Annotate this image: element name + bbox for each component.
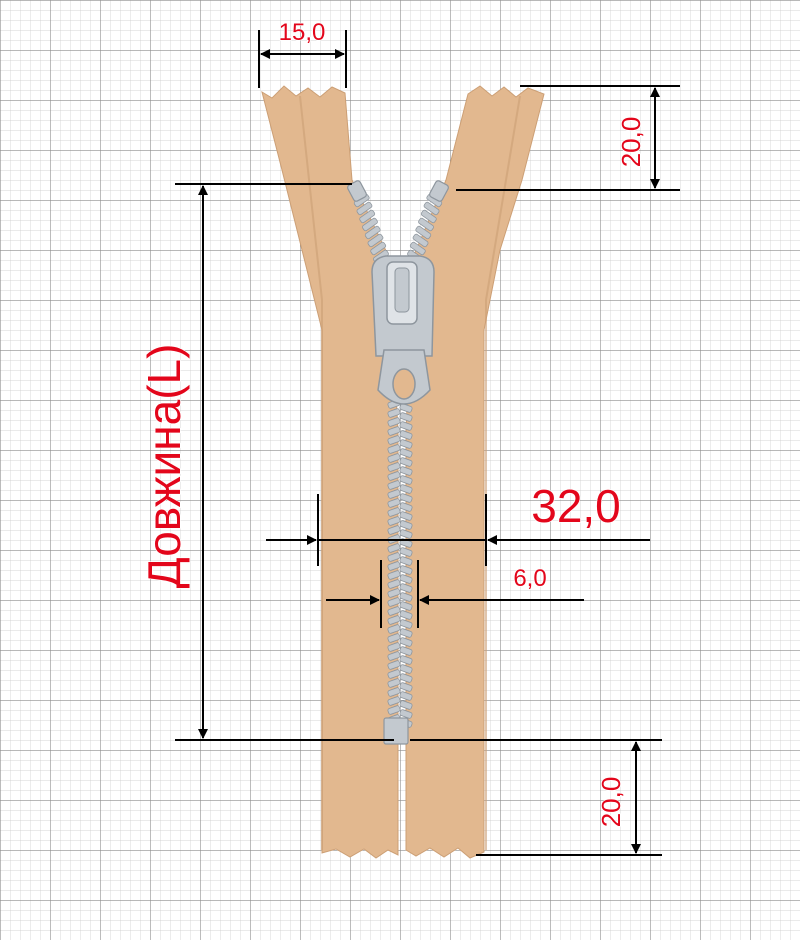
zipper-tooth (387, 426, 401, 436)
zipper-tooth (387, 615, 401, 625)
top-stop-right (429, 180, 449, 202)
zipper-tooth (387, 408, 401, 418)
zipper-tooth (420, 209, 437, 224)
zipper-tooth (399, 565, 413, 575)
zipper-tooth (399, 448, 413, 458)
label-length: Довжина(L) (138, 344, 190, 589)
label-bottom-tape-length: 20,0 (596, 777, 626, 828)
dimension-lines (175, 30, 680, 856)
zipper-tooth (415, 225, 432, 240)
tape-shade-right (485, 95, 521, 850)
zipper-tooth (370, 241, 387, 256)
zipper-tooth (387, 606, 401, 616)
zipper-tooth (387, 705, 401, 715)
zipper-tooth (387, 417, 401, 427)
zipper-tooth (362, 217, 378, 232)
zipper-tooth (387, 471, 401, 481)
zipper-tooth (356, 201, 373, 216)
zipper-tooth (399, 610, 413, 620)
zipper-tooth (399, 637, 413, 647)
zipper-tooth (399, 592, 413, 602)
zipper-tooth (399, 664, 413, 674)
zipper-tooth (399, 475, 413, 485)
zipper-tooth (387, 633, 401, 643)
tape-shade-left (299, 95, 323, 850)
zipper-tooth (387, 660, 401, 670)
bottom-stop (383, 717, 409, 745)
zipper-tooth (387, 444, 401, 454)
zipper-tooth (399, 691, 413, 701)
zipper-teeth (353, 193, 443, 728)
zipper-tooth (387, 543, 401, 553)
zipper-tooth (387, 579, 401, 589)
zipper-tooth (399, 529, 413, 539)
zipper-tooth (399, 673, 413, 683)
zipper-tooth (399, 709, 413, 719)
zipper-tooth (399, 493, 413, 503)
zipper-tooth (423, 201, 440, 216)
zipper-tooth (399, 583, 413, 593)
zipper-tooth (399, 502, 413, 512)
label-top-tape-length: 20,0 (616, 117, 646, 168)
zipper-tooth (409, 241, 426, 256)
zipper-tooth (399, 682, 413, 692)
zipper-tooth (399, 511, 413, 521)
zipper-tooth (387, 696, 401, 706)
label-top-tape-width: 15,0 (279, 19, 326, 46)
zipper-tooth (399, 439, 413, 449)
zipper-tooth (399, 700, 413, 710)
zipper-tooth (387, 669, 401, 679)
zipper-tooth (399, 601, 413, 611)
zipper-tooth (387, 480, 401, 490)
zipper-tooth (364, 225, 381, 240)
zipper-tooth (387, 651, 401, 661)
zipper-tooth (399, 619, 413, 629)
zipper-tooth (399, 484, 413, 494)
zipper-tooth (387, 624, 401, 634)
zipper-tooth (387, 462, 401, 472)
zipper (261, 85, 545, 859)
zipper-tooth (387, 552, 401, 562)
zipper-tooth (399, 556, 413, 566)
zipper-tooth (387, 561, 401, 571)
zipper-tooth (387, 498, 401, 508)
zipper-tooth (399, 457, 413, 467)
zipper-tooth (387, 642, 401, 652)
zipper-tooth (387, 516, 401, 526)
zipper-slider[interactable] (371, 255, 435, 405)
zipper-tooth (418, 217, 434, 232)
label-teeth-width: 6,0 (513, 565, 546, 592)
zipper-tooth (399, 403, 413, 413)
zipper-tooth (367, 233, 384, 248)
top-stop-left (347, 180, 367, 202)
zipper-tooth (399, 421, 413, 431)
zipper-tooth (399, 466, 413, 476)
zipper-tooth (387, 687, 401, 697)
label-tape-width: 32,0 (531, 480, 621, 532)
dimension-labels: 15,0 20,0 Довжина(L) 32,0 6,0 20,0 (137, 18, 646, 828)
zipper-tooth (399, 412, 413, 422)
zipper-tooth (399, 574, 413, 584)
zipper-tooth (412, 233, 429, 248)
zipper-tooth (387, 570, 401, 580)
zipper-tooth (399, 547, 413, 557)
zipper-tooth (387, 525, 401, 535)
zipper-tooth (399, 430, 413, 440)
zipper-tooth (359, 209, 376, 224)
zipper-tooth (399, 628, 413, 638)
zipper-tooth (387, 678, 401, 688)
zipper-tooth (387, 453, 401, 463)
zipper-tooth (387, 435, 401, 445)
zipper-tooth (399, 520, 413, 530)
zipper-tooth (387, 597, 401, 607)
zipper-tooth (399, 646, 413, 656)
zipper-tooth (387, 588, 401, 598)
zipper-tooth (399, 655, 413, 665)
zipper-tooth (387, 489, 401, 499)
zipper-tooth (387, 507, 401, 517)
